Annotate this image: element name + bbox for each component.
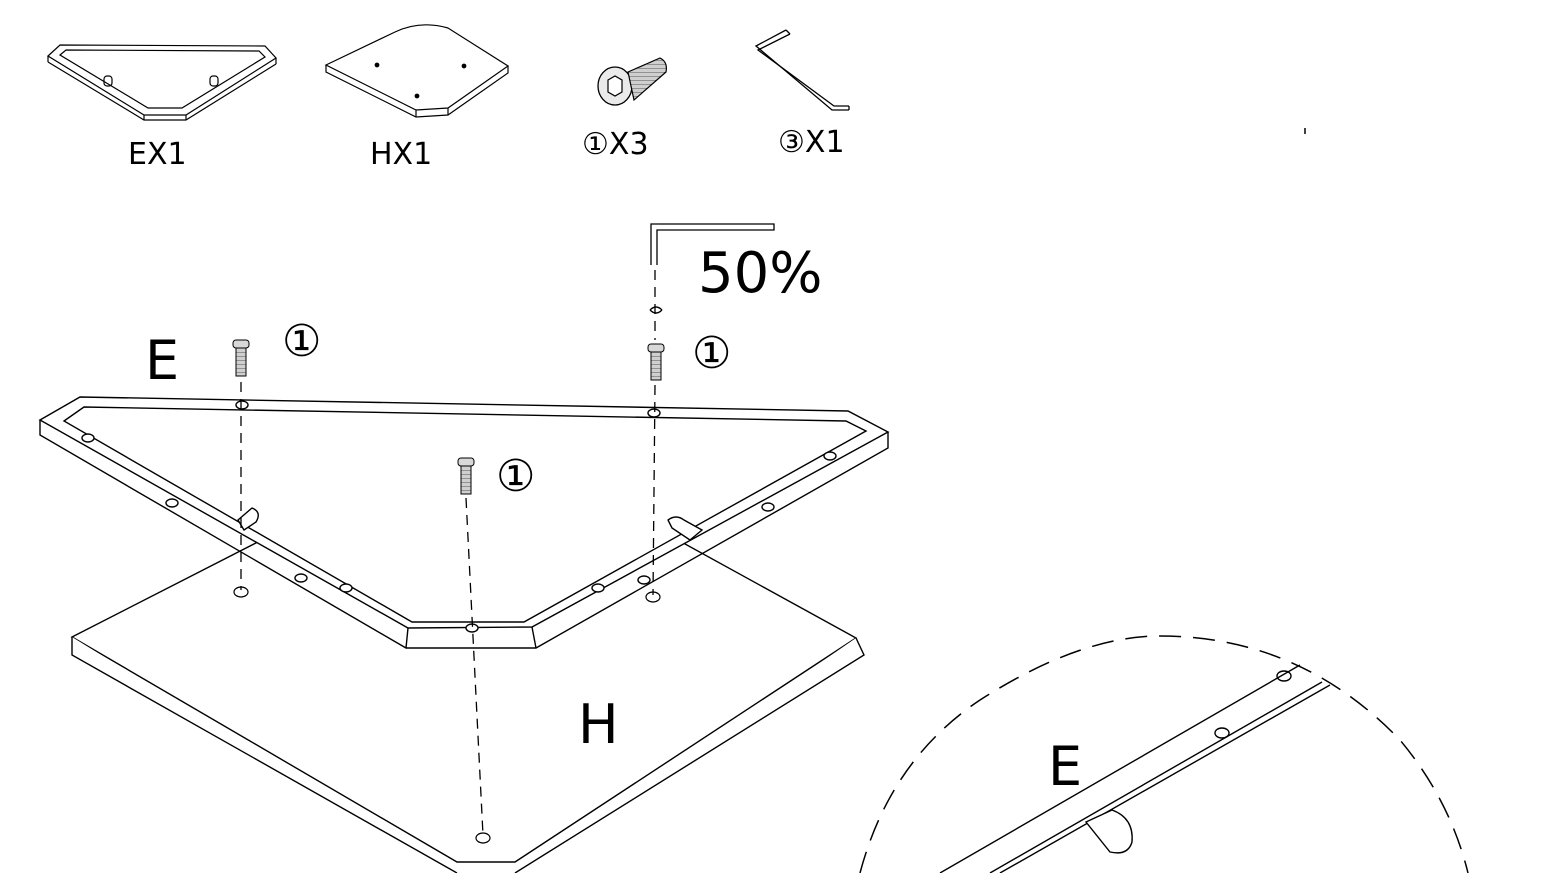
guide-lines (240, 270, 656, 836)
bolt-1 (232, 339, 250, 377)
panel-h-label: H (578, 693, 619, 756)
frame-e (38, 396, 890, 649)
panel-quantity-label: HX1 (370, 137, 433, 172)
key-quantity-label: ③X1 (778, 125, 845, 160)
part-panel-icon (324, 24, 510, 118)
detail-view (859, 635, 1469, 873)
bolt-ref-label-3: ① (496, 451, 536, 502)
frame-e-label: E (145, 329, 180, 392)
allen-key-tool (649, 223, 775, 314)
bolt-2 (647, 343, 665, 381)
detail-frame-e-label: E (1048, 735, 1083, 798)
panel-holes (233, 586, 661, 844)
torque-percentage-label: 50% (698, 241, 823, 306)
bolt-ref-label-1: ① (282, 316, 322, 367)
part-bolt-icon (597, 57, 667, 106)
part-frame-icon (47, 44, 277, 121)
frame-quantity-label: EX1 (128, 137, 187, 172)
bolt-ref-label-2: ① (692, 328, 732, 379)
bolt-quantity-label: ①X3 (582, 127, 649, 162)
part-allen-key-icon (754, 29, 850, 111)
